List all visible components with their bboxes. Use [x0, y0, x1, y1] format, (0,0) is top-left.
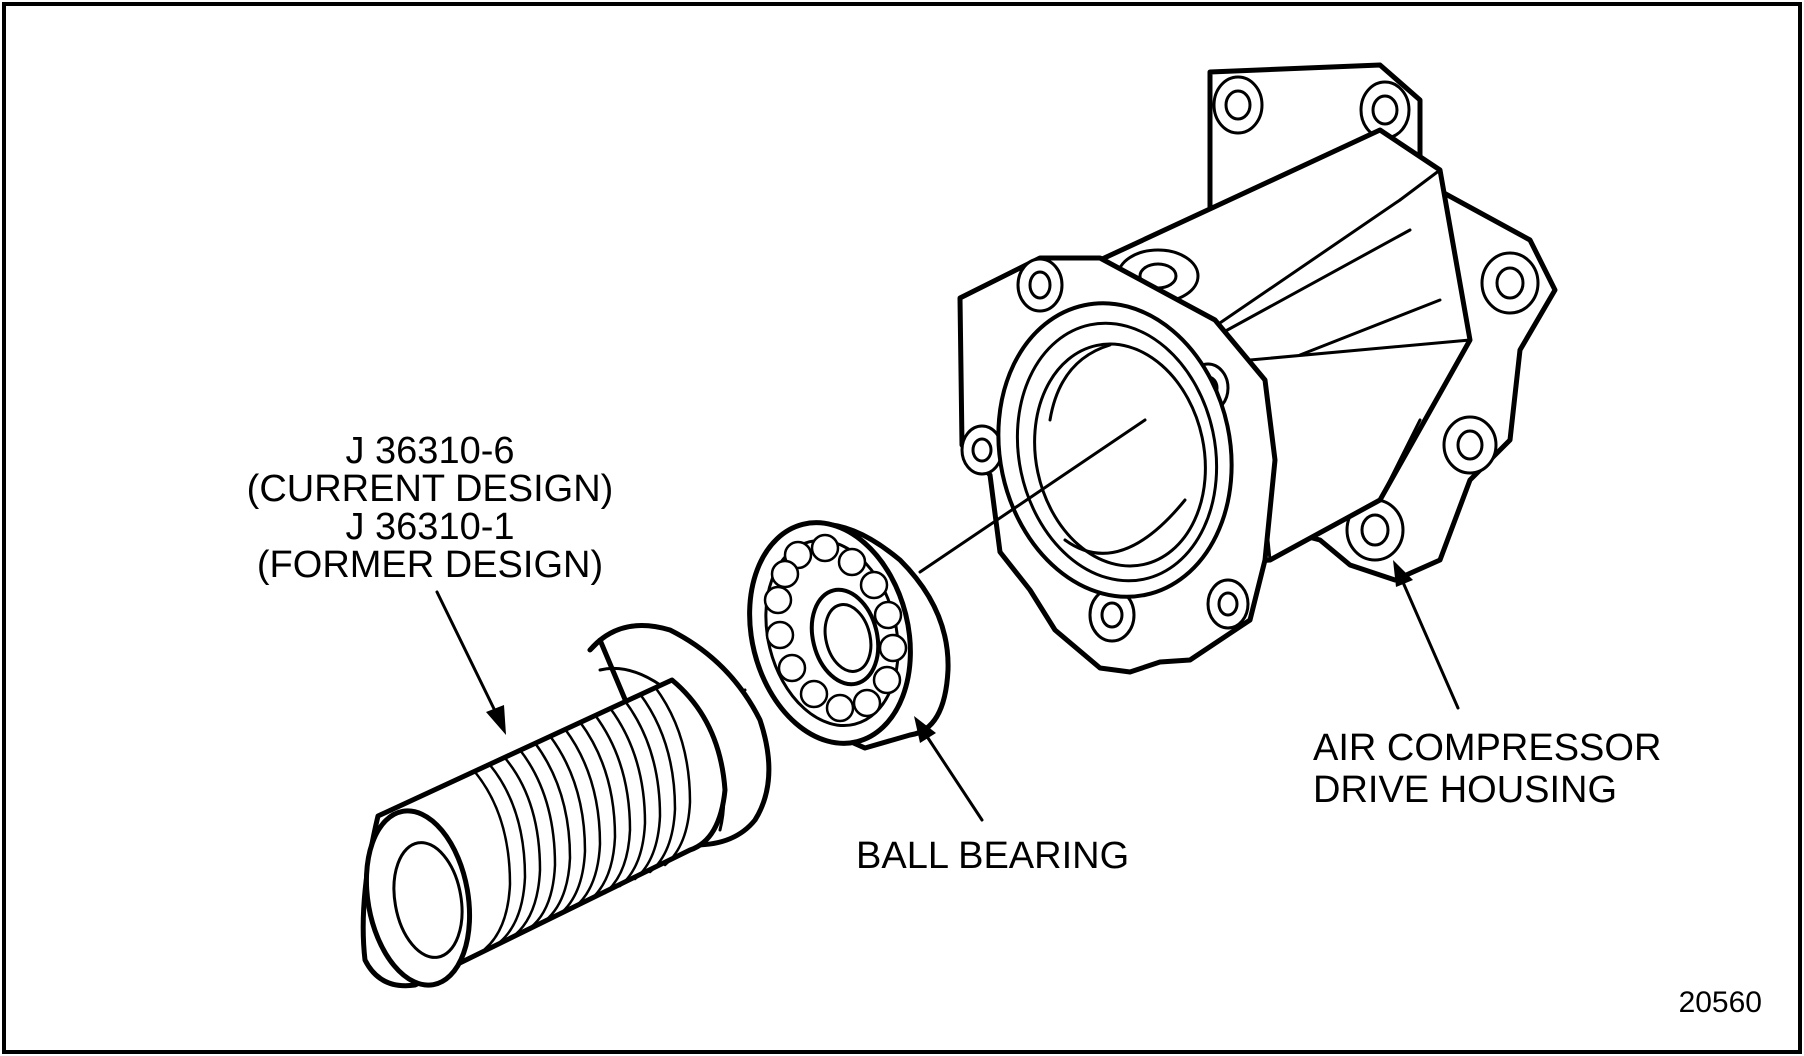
housing-label-line2: DRIVE HOUSING	[1313, 769, 1617, 811]
tool-leader-arrow	[435, 590, 506, 735]
housing-leader-arrow	[1393, 560, 1460, 710]
tool-label-former: J 36310-1	[345, 506, 514, 548]
ball-bearing-label: BALL BEARING	[856, 835, 1129, 877]
installer-tool	[360, 623, 772, 989]
bearing-leader-arrow	[914, 716, 984, 822]
housing-label-line1: AIR COMPRESSOR	[1313, 727, 1661, 769]
tool-label-current-design: (CURRENT DESIGN)	[247, 468, 614, 510]
figure-number: 20560	[1679, 986, 1762, 1019]
air-compressor-drive-housing	[957, 62, 1558, 675]
ball-bearing	[747, 520, 951, 751]
tool-label-former-design: (FORMER DESIGN)	[257, 544, 603, 586]
tool-label-current: J 36310-6	[345, 430, 514, 472]
